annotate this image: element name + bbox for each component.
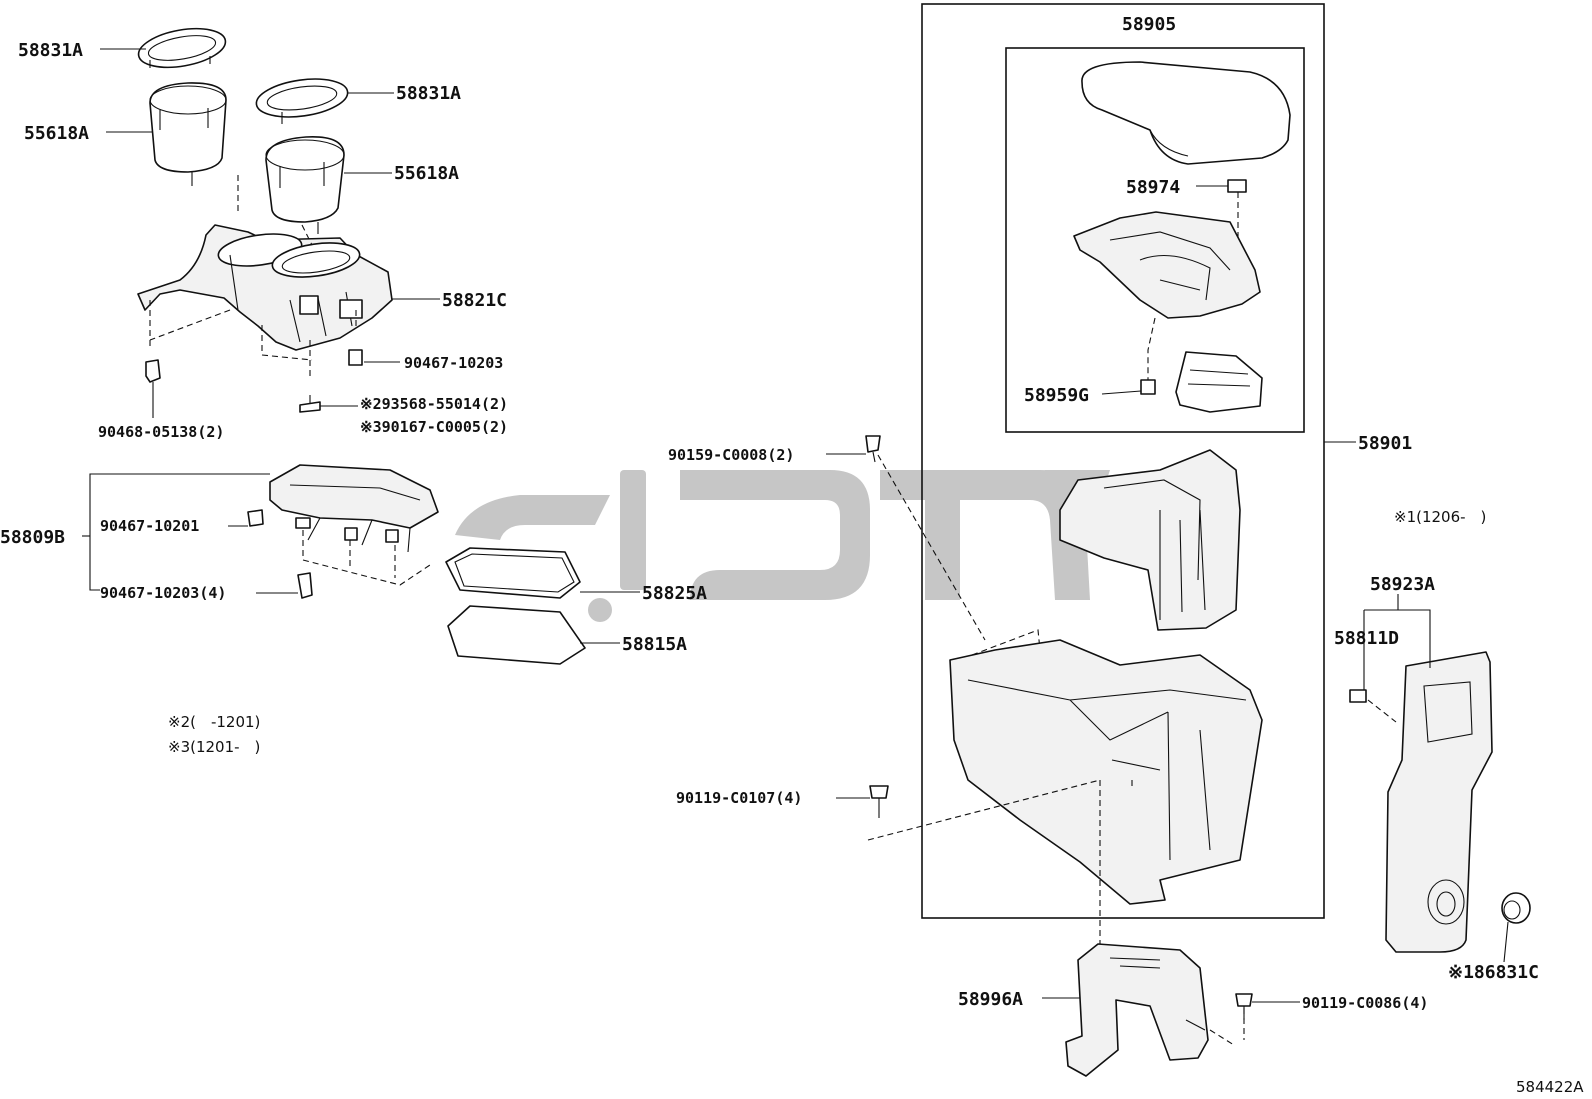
label-90119-c0107: 90119-C0107(4) [676,789,802,807]
clip-90467-10203 [348,349,363,366]
armrest-hinge [1073,211,1261,319]
console-assy-frame [921,3,1325,919]
label-58811d: 58811D [1334,628,1399,649]
label-58815a: 58815A [622,634,687,655]
note-1: ※1(1206- ) [1394,508,1486,526]
note-2: ※2( -1201) [168,713,260,731]
side-panel-58923a [1385,651,1493,953]
label-58905: 58905 [1122,14,1176,35]
clip-58959g [1140,379,1156,395]
latch-unit [1175,351,1263,413]
label-58959g: 58959G [1024,385,1089,406]
label-90119-c0086: 90119-C0086(4) [1302,994,1428,1012]
console-tray [269,464,439,553]
label-55618a-left: 55618A [24,123,89,144]
label-58901: 58901 [1358,433,1412,454]
label-93568-55014: ※293568-55014(2) [360,395,508,413]
label-90467-10201: 90467-10201 [100,517,199,535]
console-body [949,639,1263,905]
clip-58811d [1349,689,1367,703]
label-58831a-right: 58831A [396,83,461,104]
bolt-90119-c0107 [869,785,889,818]
label-58821c: 58821C [442,290,507,311]
armrest-assy-frame [1005,47,1305,433]
watermark-logo [455,470,1110,622]
label-90467-10203: 90467-10203 [404,354,503,372]
label-86831c: ※186831C [1448,962,1539,983]
leader-lines [82,48,1509,1003]
bolt-90119-c0086 [1235,993,1253,1020]
label-58996a: 58996A [958,989,1023,1010]
label-90167-c0005: ※390167-C0005(2) [360,418,508,436]
bolt-90159-c0008 [865,435,881,463]
cup-ring-left [137,27,227,69]
label-90467-10203-4: 90467-10203(4) [100,584,226,602]
label-90468-05138: 90468-05138(2) [98,423,224,441]
mat-58815a [447,605,586,665]
screw-93568 [299,395,321,413]
clip-90467-10201 [247,509,264,527]
plug-86831c [1501,892,1531,924]
label-90159-c0008: 90159-C0008(2) [668,446,794,464]
drawing-number: 584422A [1516,1078,1584,1096]
stopper-58974 [1227,179,1247,193]
bracket-58996a [1065,943,1209,1077]
label-58923a: 58923A [1370,574,1435,595]
cup-ring-right [255,78,349,124]
label-55618a-right: 55618A [394,163,459,184]
armrest-lid [1081,61,1291,165]
mat-58825a [445,547,581,599]
cup-left [149,82,227,186]
clip-90468 [145,359,161,383]
note-3: ※3(1201- ) [168,738,260,756]
label-58809b: 58809B [0,527,65,548]
label-58974: 58974 [1126,177,1180,198]
cup-right [265,136,345,234]
cupholder-panel [137,224,393,351]
label-58825a: 58825A [642,583,707,604]
clip-90467-10203-4 [297,572,313,599]
label-58831a-left: 58831A [18,40,83,61]
console-upper-box [1059,449,1241,631]
